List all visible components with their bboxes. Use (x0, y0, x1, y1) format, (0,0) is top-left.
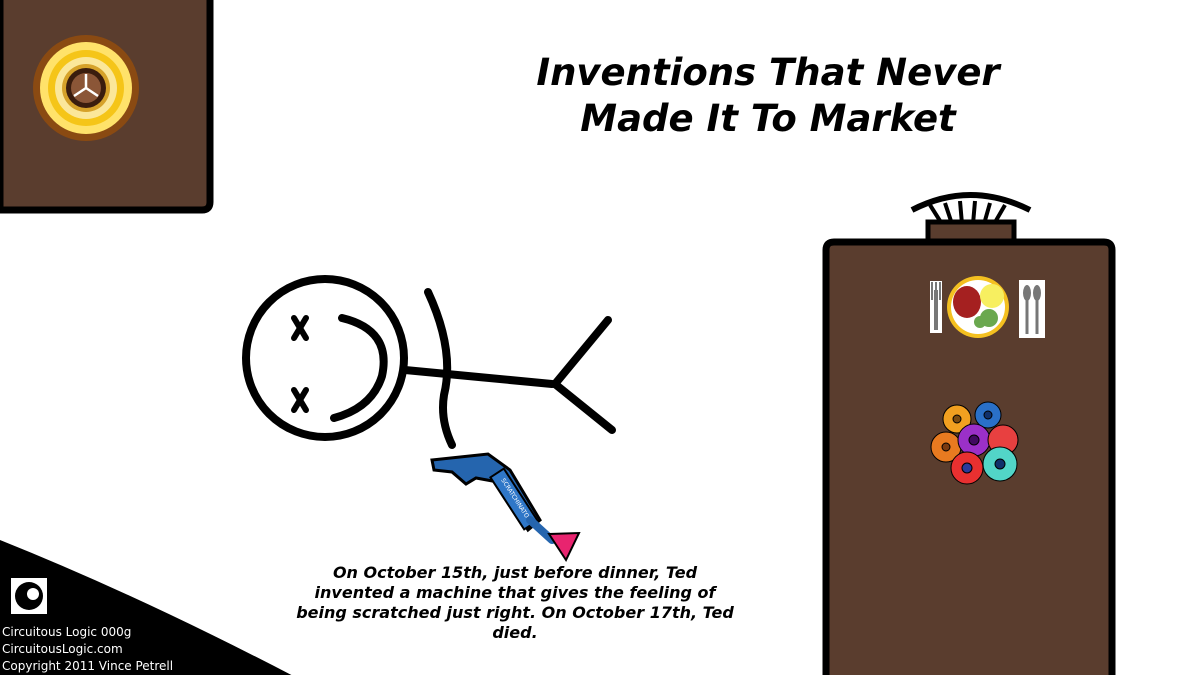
comic-title-line-1: Inventions That Never (536, 51, 1000, 94)
caption-line-1: On October 15th, just before dinner, Ted (332, 563, 698, 582)
circle-logo-icon (11, 578, 47, 614)
caption-line-4: died. (492, 623, 538, 642)
place-setting-icon (930, 276, 1045, 338)
dead-eyes-icon (291, 315, 309, 413)
caption-line-3: being scratched just right. On October 1… (296, 603, 734, 622)
stick-figure-leg-lower (551, 380, 616, 434)
fridge-vent (910, 192, 1032, 213)
caption-line-2: invented a machine that gives the feelin… (314, 583, 716, 602)
stick-figure-mouth (330, 314, 388, 422)
flower-bouquet-icon (930, 401, 1019, 485)
credits: Circuitous Logic 000g CircuitousLogic.co… (2, 624, 173, 675)
stick-figure-body (401, 366, 556, 388)
wall-clock-icon (33, 35, 139, 141)
credits-copyright: Copyright 2011 Vince Petrell (2, 659, 174, 673)
comic-title: Inventions That Never Made It To Market (468, 50, 1068, 142)
scratcher-device: SCRATCHINATOR (430, 452, 581, 563)
stick-figure-head (242, 275, 408, 441)
corner-banner (0, 540, 292, 675)
comic-title-line-2: Made It To Market (580, 97, 956, 140)
comic-caption: On October 15th, just before dinner, Ted… (270, 563, 760, 643)
scratcher-tip (547, 531, 581, 563)
stick-figure (242, 275, 616, 449)
stick-figure-arm (424, 288, 456, 449)
credits-series: Circuitous Logic 000g (2, 625, 132, 639)
credits-site: CircuitousLogic.com (2, 642, 123, 656)
stick-figure-leg-upper (551, 316, 612, 388)
